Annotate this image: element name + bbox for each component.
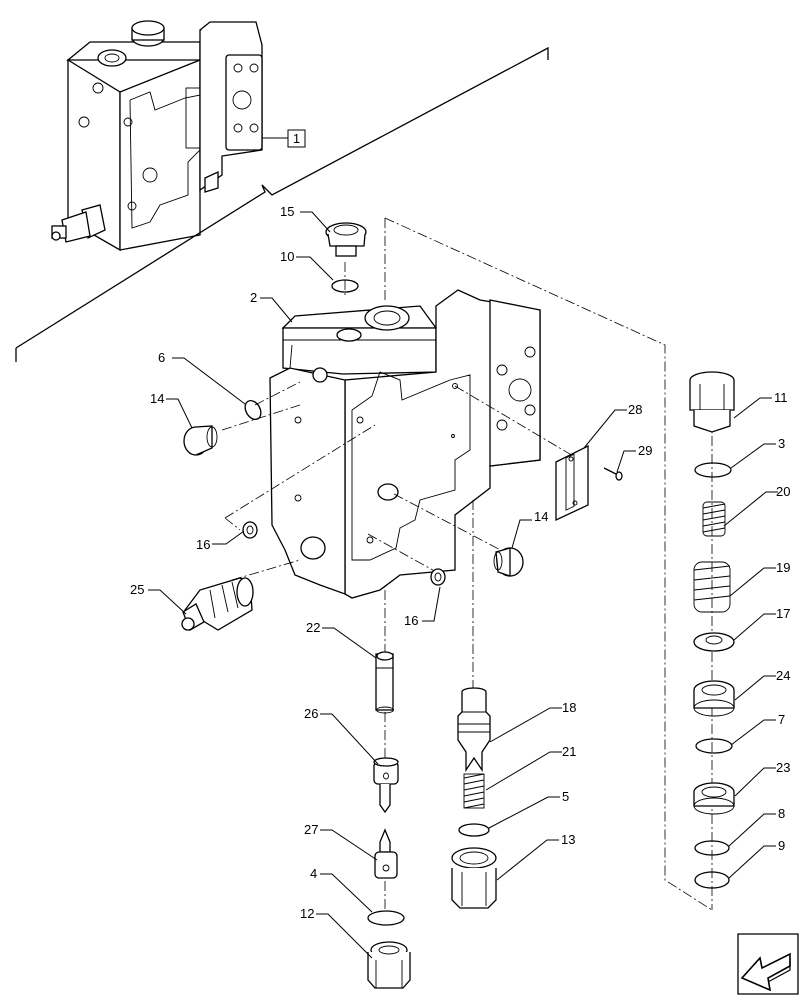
ring-24 [693,680,735,717]
callout-box-1 [287,129,306,148]
callout-14-right: 14 [534,509,548,524]
callout-9: 9 [778,838,785,853]
o-ring-6 [244,400,262,420]
nameplate-28 [555,444,589,522]
pin-22 [375,651,394,714]
o-ring-5 [458,823,490,837]
rivet-29 [603,467,623,481]
spool-18 [457,687,491,773]
poppet-27 [374,828,398,879]
callout-6: 6 [158,350,165,365]
callout-13: 13 [561,832,575,847]
callout-16-left: 16 [196,537,210,552]
spring-20 [702,501,726,537]
callout-7: 7 [778,712,785,727]
washer-17 [693,632,735,652]
valve-body [269,289,541,599]
poppet-26 [373,757,399,814]
navigation-button[interactable] [737,933,799,995]
callout-1: 1 [293,131,300,146]
plug-16-right [430,568,446,586]
callout-26: 26 [304,706,318,721]
callout-20: 20 [776,484,790,499]
callout-25: 25 [130,582,144,597]
plug-12 [367,941,411,989]
callout-19: 19 [776,560,790,575]
callout-29: 29 [638,443,652,458]
plug-13 [451,847,497,909]
callout-2: 2 [250,290,257,305]
callout-11: 11 [774,390,788,405]
spring-19 [693,561,731,613]
callout-24: 24 [776,668,790,683]
callout-18: 18 [562,700,576,715]
callout-5: 5 [562,789,569,804]
o-ring-8 [694,840,730,856]
o-ring-10 [331,279,359,293]
valve-assembly-inset [51,20,263,252]
o-ring-9 [694,871,730,889]
sensor-25 [181,577,254,631]
spring-21 [463,773,485,809]
o-ring-7 [695,738,733,754]
callout-12: 12 [300,906,314,921]
callout-28: 28 [628,402,642,417]
callout-10: 10 [280,249,294,264]
leader-lines [148,137,778,959]
plug-11 [689,371,735,433]
callout-23: 23 [776,760,790,775]
plug-16-left [242,521,258,539]
callout-4: 4 [310,866,317,881]
plug-14-left [183,425,218,456]
plug-15 [325,222,367,257]
callout-14-left: 14 [150,391,164,406]
callout-8: 8 [778,806,785,821]
ring-23 [693,782,735,815]
callout-21: 21 [562,744,576,759]
callout-3: 3 [778,436,785,451]
callout-15: 15 [280,204,294,219]
o-ring-3 [694,462,732,478]
callout-22: 22 [306,620,320,635]
callout-16-right: 16 [404,613,418,628]
o-ring-4 [367,910,405,926]
arrow-left-down-icon [740,952,791,992]
plug-14-right [493,547,524,577]
callout-17: 17 [776,606,790,621]
callout-27: 27 [304,822,318,837]
